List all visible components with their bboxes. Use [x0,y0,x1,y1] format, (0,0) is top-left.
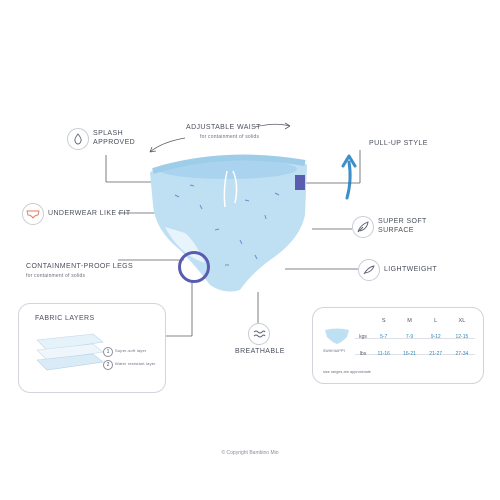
kgs-m: 7-9 [405,333,414,340]
fabric-layers-illustration [36,333,104,371]
leg-zoom-circle [178,251,210,283]
lbs-s: 11-16 [377,350,390,357]
pull-up-style-title: PULL-UP STYLE [369,140,428,147]
layer-1-num: 1 [103,347,113,357]
lbs-l: 21-27 [429,350,443,357]
size-header-l: L [434,318,438,324]
underwear-like-fit-title: UNDERWEAR LIKE FIT [48,210,131,217]
size-chart-panel: SWIM NAPPY S M L XL kgs 5-7 7-9 9-12 12-… [312,307,484,384]
breathable-title: BREATHABLE [235,348,285,355]
splash-approved-line1: SPLASH [93,130,124,137]
fabric-layers-title: FABRIC LAYERS [35,315,95,322]
adjustable-waist-title: ADJUSTABLE WAIST [186,124,261,131]
feather-icon [352,216,374,238]
lbs-xl: 27-34 [455,350,469,357]
size-chart-divider-1 [355,338,475,339]
super-soft-line2: SURFACE [378,227,414,234]
lightweight-title: LIGHTWEIGHT [384,266,438,273]
unit-kgs: kgs [359,333,367,340]
super-soft-line1: SUPER SOFT [378,218,427,225]
adjustable-waist-sub: for containment of solids [200,134,260,140]
size-chart-nappy-icon [325,328,349,344]
kgs-s: 5-7 [380,333,388,340]
size-header-m: M [407,318,412,324]
fabric-layers-panel: FABRIC LAYERS 1 Super-soft layer 2 Water… [18,303,166,393]
layer-1-label: Super-soft layer [115,348,147,353]
size-chart-product-label: SWIM NAPPY [323,349,346,353]
breathable-icon [248,323,270,345]
containment-legs-sub: for containment of solids [26,273,86,279]
size-chart-divider-2 [355,354,475,355]
layer-2-label: Water resistant layer [115,361,156,366]
copyright-text: © Copyright Bambino Mio [221,450,279,456]
kgs-l: 9-12 [430,333,441,340]
layer-2-num: 2 [103,360,113,370]
lbs-m: 16-21 [403,350,416,357]
size-table: S M L XL kgs 5-7 7-9 9-12 12-15 lbs 11-1… [355,314,475,362]
size-header-xl: XL [458,318,466,324]
splash-approved-line2: APPROVED [93,139,136,146]
underwear-icon [22,203,44,225]
size-header-s: S [381,318,386,324]
size-chart-note: size ranges are approximate [323,370,371,374]
kgs-xl: 12-15 [455,333,469,340]
swim-nappy-illustration [150,154,307,292]
unit-lbs: lbs [359,350,367,357]
water-drop-icon [67,128,89,150]
containment-legs-title: CONTAINMENT-PROOF LEGS [26,263,134,270]
lightweight-feather-icon [358,259,380,281]
